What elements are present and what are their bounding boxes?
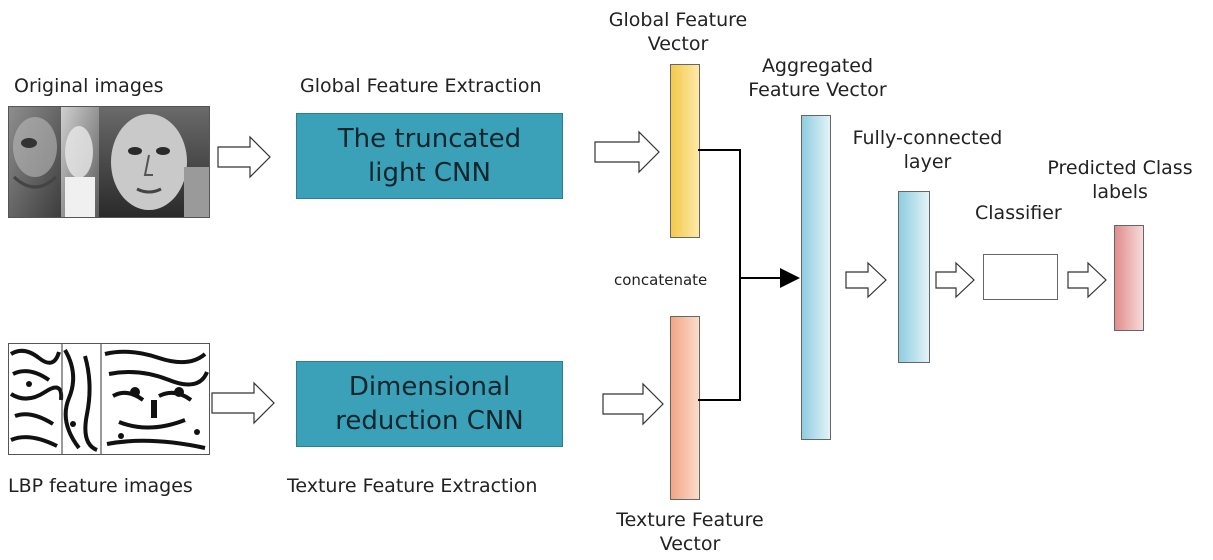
- texture-feature-extraction-label: Texture Feature Extraction: [287, 475, 538, 497]
- aggregated-line2: Feature Vector: [748, 79, 887, 101]
- original-images-label: Original images: [14, 75, 164, 97]
- global-feature-extraction-label: Global Feature Extraction: [300, 75, 542, 97]
- dimreduction-cnn-line2: reduction CNN: [335, 406, 524, 436]
- global-feature-vector: [670, 64, 700, 238]
- global-feature-vector-line1: Global Feature: [608, 9, 748, 31]
- texture-feature-vector: [670, 316, 700, 500]
- arrow-aggregated-to-fc: [845, 261, 887, 299]
- texture-feature-vector-line2: Vector: [659, 533, 721, 555]
- fully-connected-layer-vector: [898, 191, 930, 363]
- original-images: [8, 106, 210, 218]
- arrow-classifier-to-prediction: [1067, 261, 1107, 299]
- fully-connected-line2: layer: [903, 151, 952, 173]
- truncated-cnn-line2: light CNN: [368, 158, 491, 188]
- original-images-picture: [9, 107, 209, 217]
- aggregated-line1: Aggregated: [761, 55, 874, 77]
- classifier-box: [983, 254, 1058, 300]
- lbp-images-picture: [9, 344, 209, 454]
- truncated-cnn-line1: The truncated: [337, 124, 522, 154]
- predicted-line1: Predicted Class: [1047, 157, 1193, 179]
- lbp-feature-images-label: LBP feature images: [8, 475, 193, 497]
- predicted-line2: labels: [1092, 181, 1148, 203]
- arrow-cnn-to-global-vector: [594, 130, 660, 174]
- fully-connected-layer-label: Fully-connected layer: [835, 126, 1020, 174]
- texture-vector-connector: [698, 278, 741, 401]
- lbp-feature-images: [8, 343, 210, 455]
- dimreduction-cnn-line1: Dimensional: [348, 372, 511, 402]
- texture-feature-vector-line1: Texture Feature: [616, 509, 764, 531]
- predicted-class-labels-label: Predicted Class labels: [1030, 156, 1210, 204]
- arrow-lbp-to-cnn: [211, 381, 275, 425]
- truncated-light-cnn-block: The truncated light CNN: [296, 113, 563, 199]
- global-vector-connector: [698, 149, 741, 278]
- predicted-class-vector: [1114, 225, 1144, 331]
- arrow-fc-to-classifier: [935, 261, 975, 299]
- arrow-cnn-to-texture-vector: [602, 382, 664, 426]
- dimensional-reduction-cnn-block: Dimensional reduction CNN: [296, 361, 563, 447]
- texture-feature-vector-label: Texture Feature Vector: [590, 508, 790, 556]
- global-feature-vector-label: Global Feature Vector: [578, 8, 778, 56]
- global-feature-vector-line2: Vector: [647, 33, 709, 55]
- fully-connected-line1: Fully-connected: [852, 127, 1003, 149]
- aggregated-feature-vector: [801, 115, 831, 440]
- aggregated-feature-vector-label: Aggregated Feature Vector: [730, 54, 905, 102]
- arrow-images-to-cnn: [217, 135, 271, 179]
- classifier-label: Classifier: [975, 202, 1062, 224]
- concatenate-label: concatenate: [614, 271, 708, 289]
